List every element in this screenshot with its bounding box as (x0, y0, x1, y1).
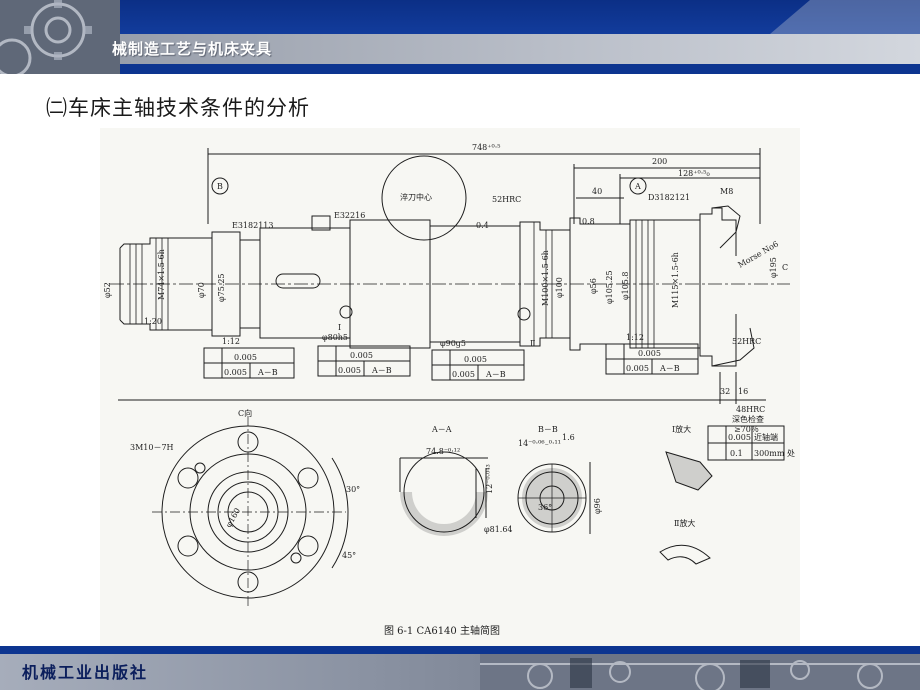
dim-14: 14⁻⁰·⁰⁶₋⁰·¹¹ (518, 439, 561, 448)
label-section-bb: B－B (538, 425, 558, 434)
label-phi56: φ56 (589, 278, 598, 294)
slide-footer: 机械工业出版社 (0, 646, 920, 690)
dim-128: 128⁺⁰·⁵₀ (678, 169, 710, 178)
label-e32216: E32216 (334, 211, 365, 220)
label-ra-08: 0.8 (582, 217, 595, 226)
tol-frame-1-datum: A－B (257, 368, 278, 377)
dim-16: 16 (738, 387, 748, 396)
datum-a: A (634, 182, 641, 191)
label-taper-120: 1:20 (144, 317, 162, 326)
slide-header: 械制造工艺与机床夹具 (0, 0, 920, 78)
label-near-end: 近轴端 (754, 432, 778, 442)
label-300mm: 300mm 处 (754, 448, 795, 458)
tol-frame-4-value: 0.005 (638, 349, 661, 358)
footer-blue-stripe (0, 646, 920, 654)
label-m74: M74×1.5-6h (157, 249, 166, 300)
label-phi81: φ81.64 (484, 525, 513, 534)
label-quench-center: 淬刀中心 (400, 192, 432, 202)
publisher-name: 机械工业出版社 (22, 663, 149, 682)
label-phi70: φ70 (197, 282, 206, 298)
label-section-aa: A－A (431, 425, 452, 434)
label-m8: M8 (720, 187, 733, 196)
datum-b: B (217, 182, 223, 191)
label-phi80: φ80h5 (322, 333, 348, 342)
label-52hrc: 52HRC (492, 195, 521, 204)
dim-32: 32 (720, 387, 730, 396)
tol-frame-4-value-b: 0.005 (626, 364, 649, 373)
label-phi105-25: φ105.25 (605, 270, 614, 304)
header-blue-stripe (0, 64, 920, 74)
tol-frame-3-value: 0.005 (464, 355, 487, 364)
header-blue-band (0, 0, 920, 34)
label-3m10: 3M10－7H (130, 443, 174, 452)
label-ra-16: 1.6 (562, 433, 575, 442)
label-detail-1: Ⅰ放大 (672, 424, 691, 434)
dim-200: 200 (652, 157, 667, 166)
tol-frame-2-value: 0.005 (350, 351, 373, 360)
section-title: ㈡车床主轴技术条件的分析 (46, 96, 310, 120)
tol-frame-1-value-b: 0.005 (224, 368, 247, 377)
label-c: C (782, 263, 788, 272)
label-m115: M115×1.5-6h (671, 252, 680, 308)
label-phi90: φ90g5 (440, 339, 466, 348)
dim-36deg: 36° (538, 503, 552, 512)
label-phi75: φ75.25 (217, 273, 226, 302)
label-taper-112b: 1:12 (626, 333, 644, 342)
label-48hrc: 48HRC (736, 405, 765, 414)
dim-12: 12⁻⁰·⁰⁴³ (485, 464, 494, 494)
tol-frame-5-value: 0.005 (728, 433, 751, 442)
header-decor (770, 0, 920, 34)
tol-frame-3-datum: A－B (485, 370, 506, 379)
header-title: 械制造工艺与机床夹具 (112, 40, 273, 58)
tol-frame-4-datum: A－B (659, 364, 680, 373)
label-ra-04: 0.4 (476, 221, 489, 230)
label-phi195: φ195 (769, 257, 778, 278)
tol-frame-3-value-b: 0.005 (452, 370, 475, 379)
dim-total-length: 748⁺⁰·⁵ (472, 143, 500, 152)
figure-caption: 图 6-1 CA6140 主轴简图 (384, 624, 500, 637)
label-color-check: 深色检查 (732, 414, 764, 424)
tol-frame-5-value-b: 0.1 (730, 449, 743, 458)
tol-frame-2-value-b: 0.005 (338, 366, 361, 375)
label-52hrc-b: 52HRC (732, 337, 761, 346)
label-detail-2: Ⅱ放大 (674, 518, 695, 528)
label-taper-112a: 1:12 (222, 337, 240, 346)
gear-icon (0, 0, 120, 74)
label-m100: M100×1.5-6h (541, 250, 550, 306)
label-view-c: C向 (238, 408, 252, 418)
tol-frame-1-value: 0.005 (234, 353, 257, 362)
spindle-drawing: 748⁺⁰·⁵ 200 128⁺⁰·⁵₀ 40 淬刀中心 52HRC E3182… (100, 128, 800, 648)
label-percent-70: ≥70％ (734, 425, 759, 434)
tol-frame-2-datum: A－B (371, 366, 392, 375)
label-45deg: 45° (342, 551, 356, 560)
label-phi52: φ52 (103, 282, 112, 298)
label-phi105-8: φ105.8 (621, 271, 630, 300)
label-30deg: 30° (346, 485, 360, 494)
header-gray-band (0, 34, 920, 64)
dim-40: 40 (592, 187, 602, 196)
engine-image (480, 654, 920, 690)
label-phi96: φ96 (593, 498, 602, 514)
dim-74-8: 74.8⁻⁰·¹² (426, 447, 460, 456)
label-d3182121: D3182121 (648, 193, 690, 202)
label-e3182113: E3182113 (232, 221, 273, 230)
label-roman-1: Ⅰ (338, 323, 341, 332)
label-phi100: φ100 (555, 277, 564, 298)
label-roman-2: Ⅱ (530, 339, 535, 348)
